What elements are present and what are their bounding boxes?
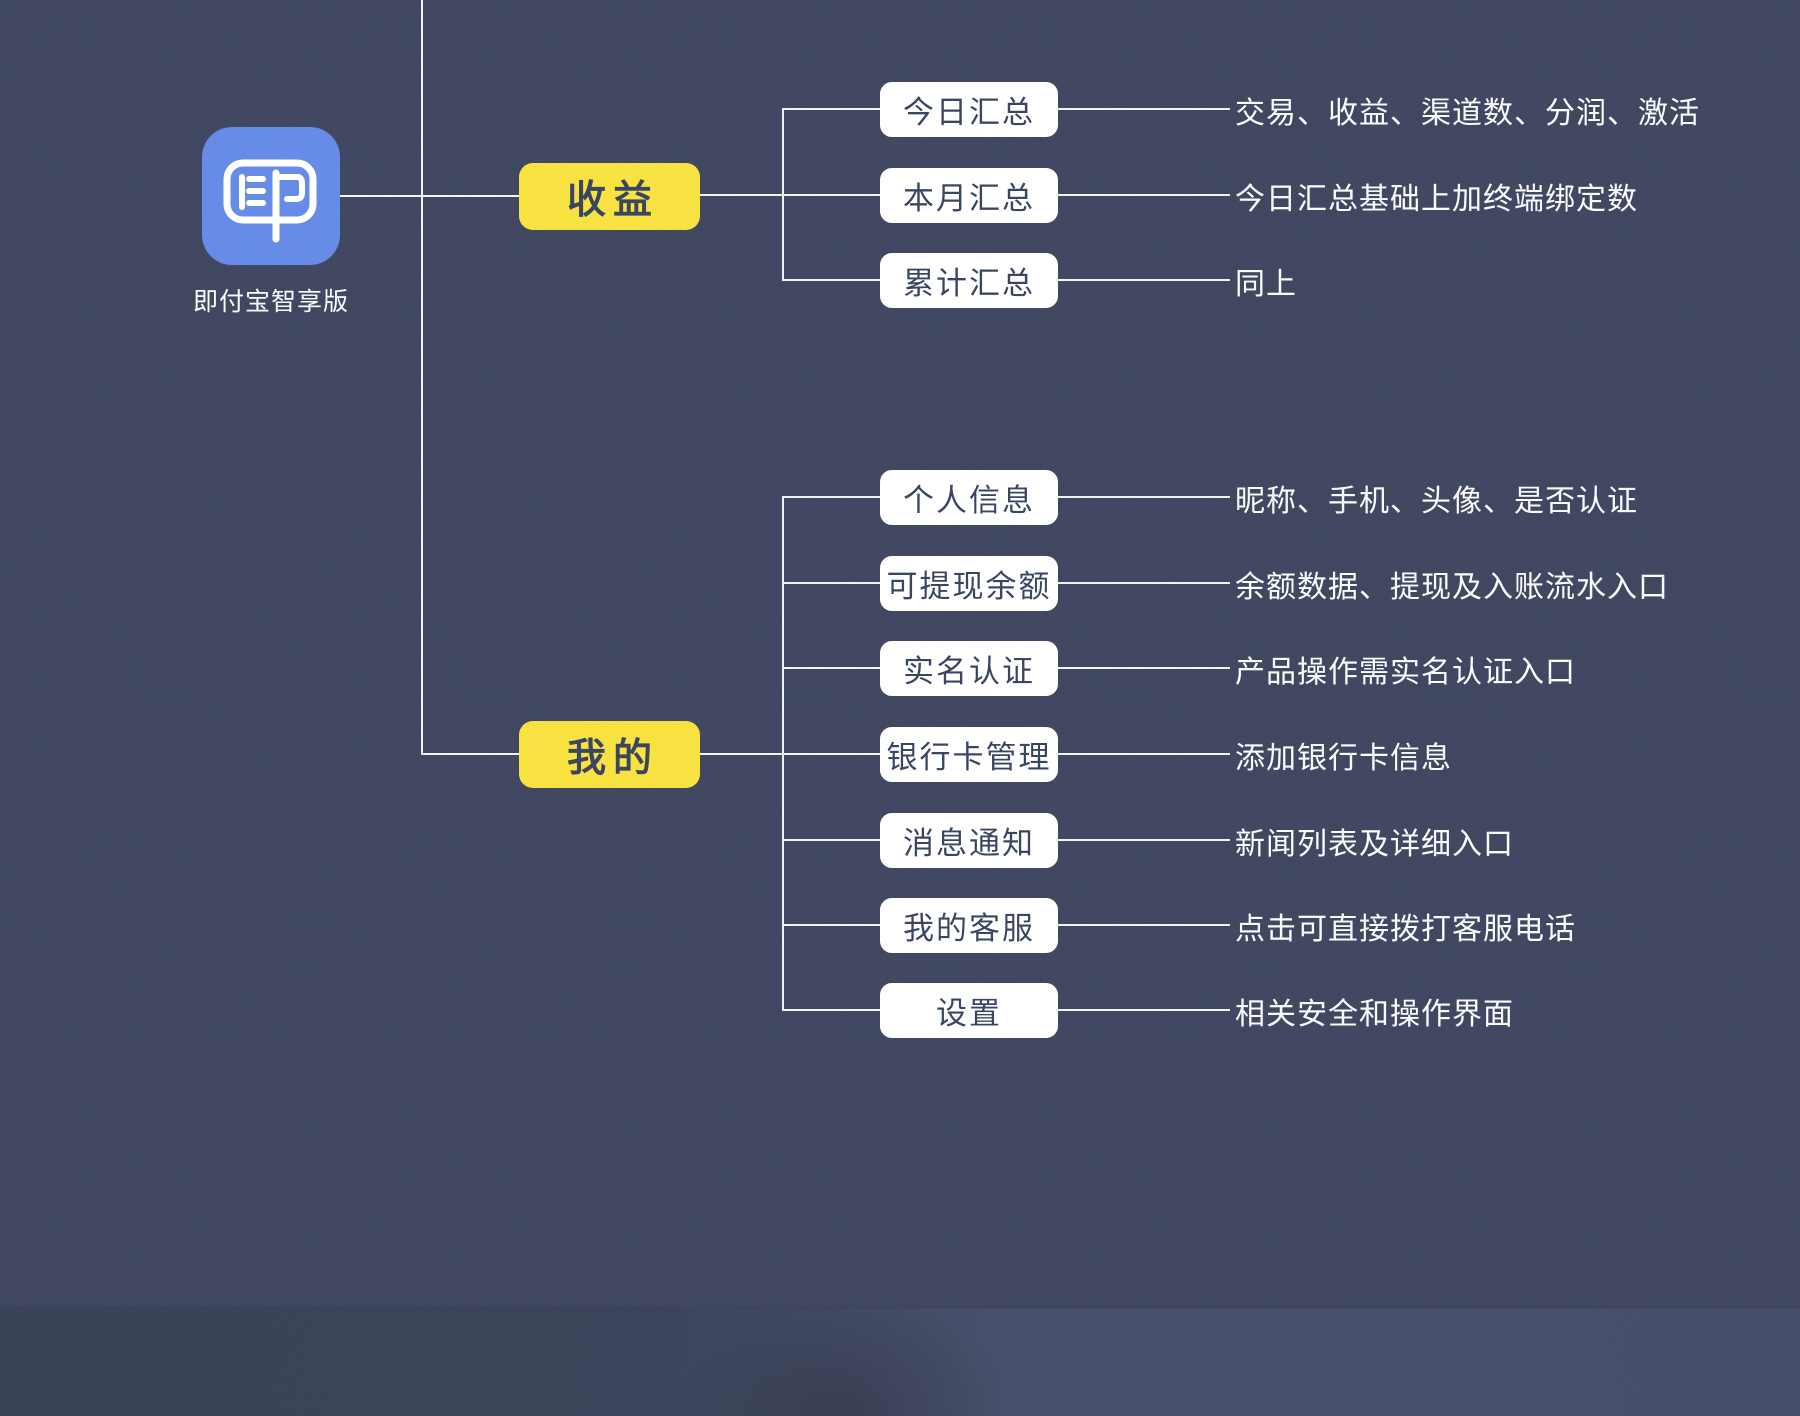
jifubao-logo-icon xyxy=(223,159,317,243)
child-node-settings[interactable]: 设置 xyxy=(880,983,1058,1038)
child-stub-line xyxy=(782,108,880,110)
note-text: 余额数据、提现及入账流水入口 xyxy=(1235,571,1669,604)
note-text: 交易、收益、渠道数、分润、激活 xyxy=(1235,97,1700,130)
child-stub-line xyxy=(782,194,880,196)
note-line xyxy=(1058,496,1230,498)
note-text: 产品操作需实名认证入口 xyxy=(1235,656,1576,689)
child-node-total-summary[interactable]: 累计汇总 xyxy=(880,253,1058,308)
note-line xyxy=(1058,582,1230,584)
child-node-notifications[interactable]: 消息通知 xyxy=(880,813,1058,868)
child-stub-line xyxy=(782,1009,880,1011)
child-node-month-summary[interactable]: 本月汇总 xyxy=(880,168,1058,223)
note-line xyxy=(1058,753,1230,755)
child-stub-line xyxy=(782,582,880,584)
note-line xyxy=(1058,279,1230,281)
app-icon[interactable] xyxy=(202,127,340,265)
child-stub-line xyxy=(782,839,880,841)
root-to-branch1-line xyxy=(340,195,519,197)
child-node-customer-service[interactable]: 我的客服 xyxy=(880,898,1058,953)
child-stub-line xyxy=(782,924,880,926)
note-line xyxy=(1058,839,1230,841)
child-stub-line xyxy=(782,667,880,669)
child-stub-line xyxy=(782,753,880,755)
child-node-balance[interactable]: 可提现余额 xyxy=(880,556,1058,611)
app-title: 即付宝智享版 xyxy=(192,288,349,316)
branch2-link-line xyxy=(700,753,782,755)
trunk-to-branch2-line xyxy=(421,753,519,755)
child-node-realname-auth[interactable]: 实名认证 xyxy=(880,641,1058,696)
note-line xyxy=(1058,667,1230,669)
note-text: 今日汇总基础上加终端绑定数 xyxy=(1235,183,1638,216)
child-node-today-summary[interactable]: 今日汇总 xyxy=(880,82,1058,137)
note-line xyxy=(1058,924,1230,926)
note-text: 昵称、手机、头像、是否认证 xyxy=(1235,485,1638,518)
note-text: 添加银行卡信息 xyxy=(1235,742,1452,775)
note-text: 点击可直接拨打客服电话 xyxy=(1235,913,1576,946)
branch-node-revenue[interactable]: 收益 xyxy=(519,163,700,230)
branch1-link-line xyxy=(700,194,782,196)
child-stub-line xyxy=(782,279,880,281)
trunk-line xyxy=(421,0,423,755)
note-text: 新闻列表及详细入口 xyxy=(1235,828,1514,861)
child-stub-line xyxy=(782,496,880,498)
child-node-bank-card[interactable]: 银行卡管理 xyxy=(880,727,1058,782)
background-photo-edge xyxy=(0,1303,1800,1416)
note-line xyxy=(1058,1009,1230,1011)
note-text: 相关安全和操作界面 xyxy=(1235,998,1514,1031)
note-text: 同上 xyxy=(1235,268,1297,301)
note-line xyxy=(1058,108,1230,110)
branch-node-mine[interactable]: 我的 xyxy=(519,721,700,788)
note-line xyxy=(1058,194,1230,196)
child-node-profile[interactable]: 个人信息 xyxy=(880,470,1058,525)
